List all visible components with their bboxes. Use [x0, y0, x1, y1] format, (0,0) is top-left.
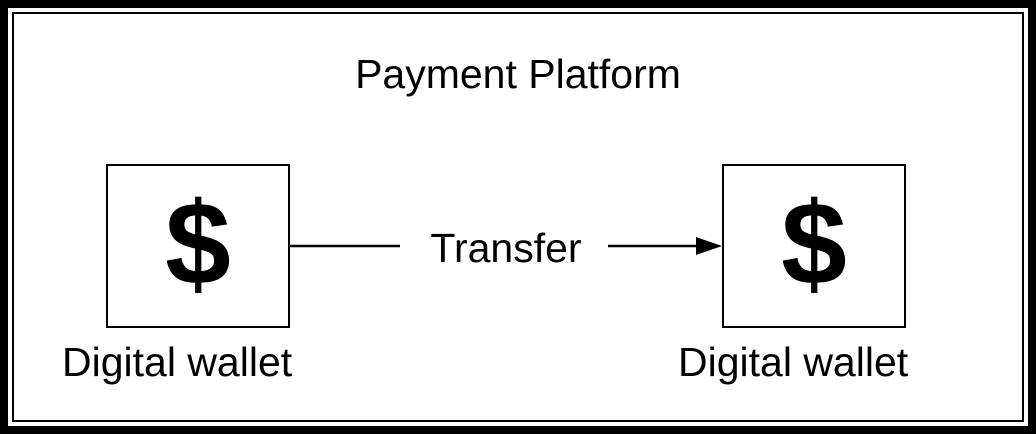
transfer-label: Transfer	[408, 224, 604, 272]
source-wallet-label: Digital wallet	[62, 339, 293, 385]
source-wallet-box: $	[106, 164, 290, 328]
arrowhead-icon	[696, 237, 722, 255]
platform-title: Payment Platform	[355, 51, 681, 97]
target-wallet-label: Digital wallet	[678, 339, 909, 385]
dollar-icon: $	[781, 178, 847, 310]
dollar-icon: $	[165, 178, 231, 310]
target-wallet-box: $	[722, 164, 906, 328]
